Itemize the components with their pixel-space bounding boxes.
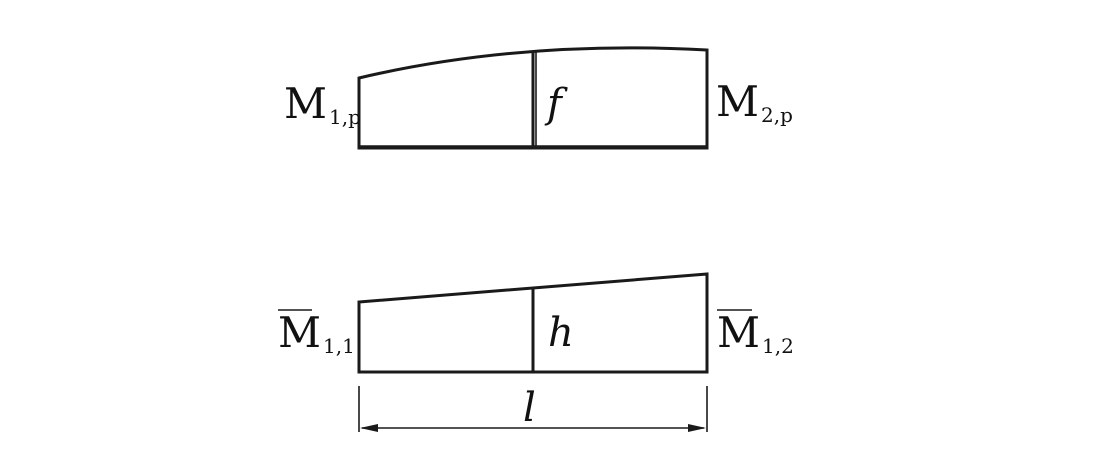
bottom-middle-symbol: h [548, 310, 574, 356]
length-symbol: l [523, 385, 536, 431]
top-diagram-outline [357, 46, 709, 150]
dimension-right-arrow [688, 424, 706, 432]
dimension-left-arrow [360, 424, 378, 432]
top-middle-symbol: f [544, 81, 568, 127]
length-dimension: l [358, 385, 708, 432]
bottom-diagram-outline [357, 272, 709, 374]
